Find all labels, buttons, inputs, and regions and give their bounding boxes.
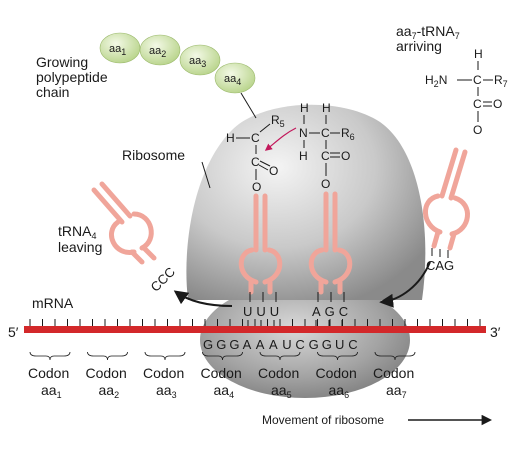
- bead-aa2: [139, 34, 181, 66]
- ribosome-label: Ribosome: [122, 147, 185, 163]
- five-prime-label: 5′: [8, 324, 19, 340]
- mrna-base: G: [216, 337, 226, 352]
- codon-word: Codon: [258, 365, 299, 381]
- codon-word: Codon: [373, 365, 414, 381]
- codon-word: Codon: [201, 365, 242, 381]
- svg-text:O: O: [493, 97, 502, 111]
- svg-text:C: C: [473, 73, 482, 87]
- svg-text:R7: R7: [494, 73, 508, 89]
- svg-text:H: H: [300, 101, 309, 115]
- growing-chain-label-1: Growing: [36, 54, 88, 70]
- svg-text:H: H: [322, 101, 331, 115]
- codon-aa: aa2: [99, 382, 120, 400]
- peptide-bond-arrow: [264, 127, 297, 151]
- svg-text:O: O: [341, 149, 350, 163]
- mrna-base: U: [335, 337, 344, 352]
- codon-brace: [29, 351, 71, 361]
- mrna-base: A: [243, 337, 252, 352]
- mrna-base: G: [322, 337, 332, 352]
- ribosome-small-subunit: [200, 282, 410, 398]
- codon-aa: aa4: [214, 382, 235, 400]
- codon-brace: [317, 351, 358, 361]
- svg-text:C: C: [321, 126, 330, 140]
- svg-text:O: O: [269, 164, 278, 178]
- polypeptide-chain: aa1 aa2 aa3 aa4: [99, 32, 256, 94]
- svg-text:H: H: [474, 47, 483, 61]
- codon-brace: [87, 351, 128, 361]
- codon-aa: aa6: [329, 382, 350, 400]
- three-prime-label: 3′: [490, 324, 501, 340]
- codon-aa: aa5: [271, 382, 292, 400]
- mrna-ticks: [29, 319, 481, 326]
- mrna-base: G: [229, 337, 239, 352]
- svg-text:R6: R6: [341, 126, 355, 142]
- svg-text:O: O: [321, 177, 330, 191]
- movement-label: Movement of ribosome: [262, 413, 384, 427]
- trna4-leaving: [91, 181, 157, 265]
- codon-aa: aa7: [386, 382, 407, 400]
- svg-text:H: H: [299, 149, 308, 163]
- svg-text:aa1: aa1: [109, 43, 126, 57]
- mrna-base: A: [256, 337, 265, 352]
- codon-brace: [259, 351, 301, 361]
- svg-text:aa4: aa4: [224, 73, 241, 87]
- arriving-label-1: aa7-tRNA7: [396, 23, 460, 41]
- anticodon-leaving: CCC: [148, 264, 179, 295]
- anticodon-arriving: CAG: [426, 258, 454, 273]
- svg-text:H: H: [226, 131, 235, 145]
- mrna-base: C: [295, 337, 304, 352]
- mrna-base: G: [203, 337, 213, 352]
- codon-word: Codon: [316, 365, 357, 381]
- codon-word: Codon: [86, 365, 127, 381]
- growing-chain-label-2: polypeptide: [36, 69, 108, 85]
- growing-chain-label-3: chain: [36, 84, 69, 100]
- codon-brace: [144, 351, 186, 361]
- mrna-strand: [24, 326, 486, 333]
- mrna-label: mRNA: [32, 295, 74, 311]
- trna-p-site: [238, 193, 283, 295]
- svg-text:C: C: [251, 131, 260, 145]
- mrna-base: A: [269, 337, 278, 352]
- svg-text:R5: R5: [271, 113, 285, 129]
- peptide-chemistry: H C R5 C O O H H N C R6 H C O O: [226, 92, 355, 194]
- bead-aa3: [179, 44, 221, 76]
- svg-text:aa3: aa3: [189, 55, 206, 69]
- svg-text:O: O: [252, 180, 261, 194]
- arriving-label-2: arriving: [396, 38, 442, 54]
- trna-entry-arrow: [379, 261, 431, 308]
- codon-aa: aa1: [41, 382, 62, 400]
- svg-text:N: N: [299, 126, 308, 140]
- mrna-base: U: [282, 337, 291, 352]
- codon-word: Codon: [28, 365, 69, 381]
- trna7-arriving: [423, 147, 470, 251]
- bead-aa4: [214, 62, 256, 94]
- codon-word: Codon: [143, 365, 184, 381]
- trna-leaving-label-2: leaving: [58, 239, 102, 255]
- svg-text:H2N: H2N: [425, 73, 447, 89]
- mrna-base: C: [348, 337, 357, 352]
- codon-labels: Codonaa1Codonaa2Codonaa3Codonaa4Codonaa5…: [28, 351, 416, 400]
- mrna-base: G: [309, 337, 319, 352]
- svg-text:C: C: [473, 97, 482, 111]
- svg-text:aa2: aa2: [149, 45, 166, 59]
- codon-aa: aa3: [156, 382, 177, 400]
- trna-leaving-label-1: tRNA4: [58, 223, 96, 241]
- arriving-aa7-chemistry: H H2N C R7 C O O: [425, 47, 508, 137]
- trna-exit-arrow: [173, 290, 233, 307]
- trna-a-site: [308, 191, 353, 295]
- svg-text:O: O: [473, 123, 482, 137]
- codon-brace: [202, 351, 243, 361]
- svg-text:C: C: [251, 155, 260, 169]
- codon-brace: [374, 351, 416, 361]
- svg-text:C: C: [321, 149, 330, 163]
